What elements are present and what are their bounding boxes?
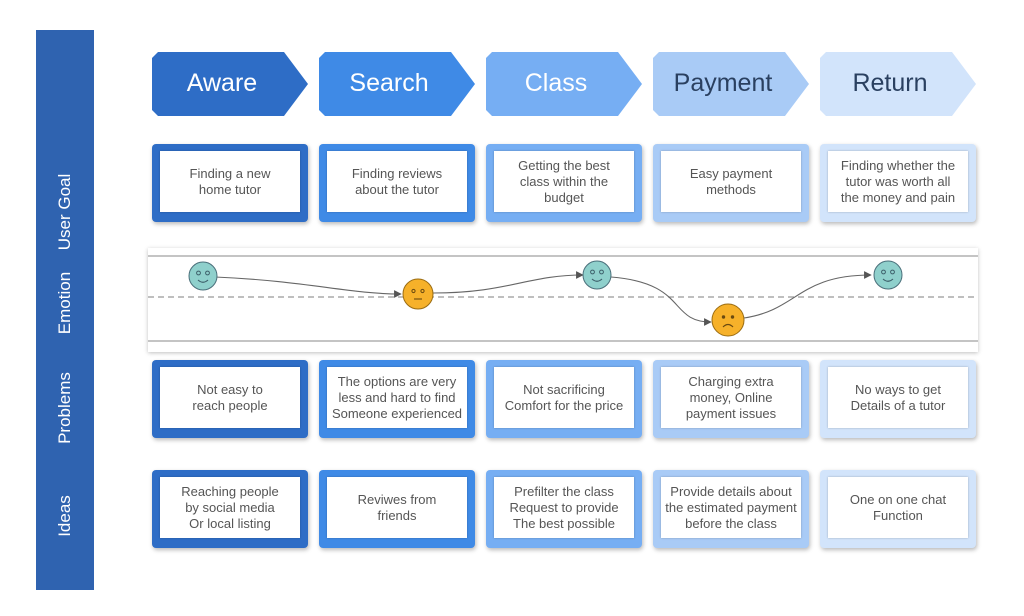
emotion-face-happy	[873, 260, 903, 290]
problem-card-class: Not sacrificing Comfort for the price	[486, 360, 642, 438]
row-label-sidebar: User Goal Emotion Problems Ideas	[36, 30, 94, 590]
row-label-ideas: Ideas	[55, 495, 74, 537]
emotion-face-happy	[188, 261, 218, 291]
stage-payment: Payment	[653, 52, 809, 116]
stage-class: Class	[486, 52, 642, 116]
card-text: Provide details about the estimated paym…	[665, 483, 797, 531]
card-text: Finding reviews about the tutor	[351, 165, 443, 197]
stage-label: Aware	[186, 69, 258, 97]
problem-card-search: The options are very less and hard to fi…	[319, 360, 475, 438]
emotion-path-2	[432, 271, 584, 294]
idea-card-return: One on one chat Function	[820, 470, 976, 548]
card-text: Prefilter the class Request to provide T…	[509, 483, 619, 531]
card-text: Reviwes from friends	[357, 491, 437, 523]
problem-card-payment: Charging extra money, Online payment iss…	[653, 360, 809, 438]
card-text: Getting the best class within the budget	[518, 157, 610, 205]
user-goal-card-class: Getting the best class within the budget	[486, 144, 642, 222]
user-goal-card-aware: Finding a new home tutor	[152, 144, 308, 222]
card-text: One on one chat Function	[849, 491, 947, 523]
card-text: Finding whether the tutor was worth all …	[840, 157, 956, 205]
emotion-face-sad	[711, 303, 745, 337]
card-text: The options are very less and hard to fi…	[331, 373, 463, 421]
card-text: Not easy to reach people	[192, 381, 268, 413]
user-goal-card-return: Finding whether the tutor was worth all …	[820, 144, 976, 222]
stage-search: Search	[319, 52, 475, 116]
problem-card-aware: Not easy to reach people	[152, 360, 308, 438]
card-text: Reaching people by social media Or local…	[181, 483, 279, 531]
emotion-curve-panel	[148, 248, 978, 352]
stage-label: Search	[349, 69, 429, 97]
stage-return: Return	[820, 52, 976, 116]
user-goal-card-search: Finding reviews about the tutor	[319, 144, 475, 222]
emotion-face-happy	[582, 260, 612, 290]
card-text: Easy payment methods	[689, 165, 773, 197]
card-text: No ways to get Details of a tutor	[850, 381, 946, 413]
card-text: Not sacrificing Comfort for the price	[504, 381, 624, 413]
idea-card-class: Prefilter the class Request to provide T…	[486, 470, 642, 548]
card-text: Charging extra money, Online payment iss…	[685, 373, 777, 421]
emotion-path-4	[743, 271, 872, 319]
idea-card-payment: Provide details about the estimated paym…	[653, 470, 809, 548]
card-text: Finding a new home tutor	[189, 165, 271, 197]
emotion-face-neutral	[402, 278, 434, 310]
emotion-path-3	[610, 276, 712, 326]
idea-card-search: Reviwes from friends	[319, 470, 475, 548]
stage-label: Return	[852, 69, 928, 97]
stage-aware: Aware	[152, 52, 308, 116]
idea-card-aware: Reaching people by social media Or local…	[152, 470, 308, 548]
stage-label: Class	[524, 69, 588, 97]
emotion-path-1	[214, 276, 402, 298]
user-goal-card-payment: Easy payment methods	[653, 144, 809, 222]
stage-label: Payment	[673, 69, 773, 97]
problem-card-return: No ways to get Details of a tutor	[820, 360, 976, 438]
emotion-curve	[148, 255, 978, 342]
